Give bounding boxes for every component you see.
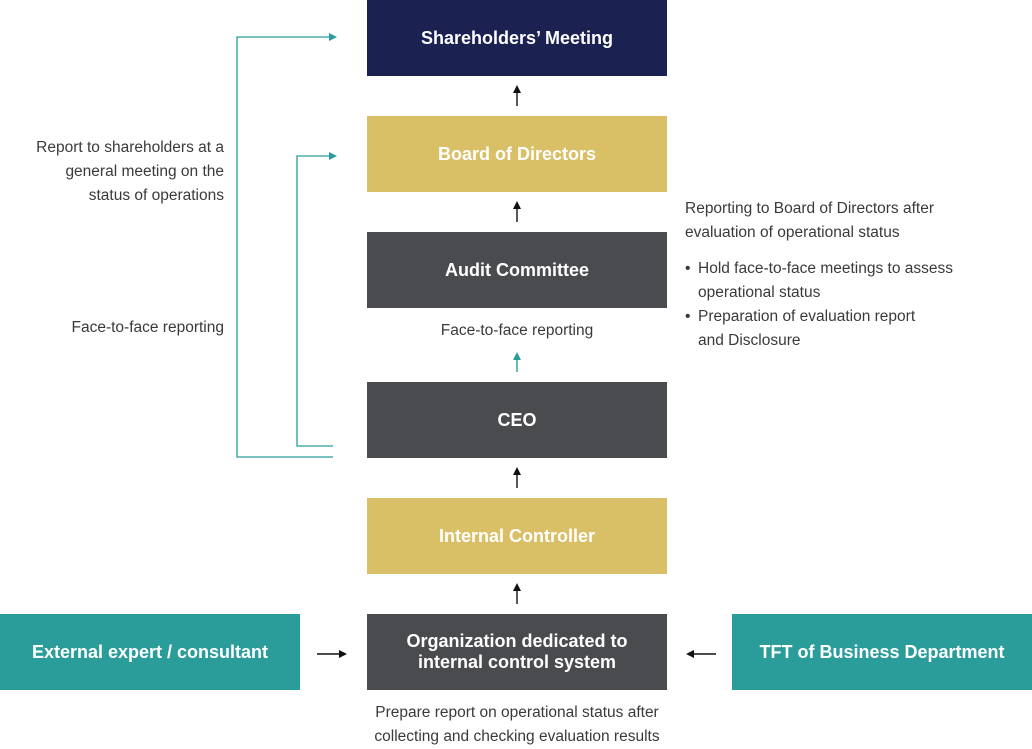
bullet-item: Preparation of evaluation report and Dis… — [685, 305, 985, 353]
external-expert-label: External expert / consultant — [31, 641, 269, 662]
internal-controller-box: Internal Controller — [367, 498, 667, 574]
face-to-face-left-text: Face-to-face reporting — [71, 319, 225, 336]
ceo-box: CEO — [367, 382, 667, 458]
board-of-directors-label: Board of Directors — [437, 143, 597, 164]
board-of-directors-box: Board of Directors — [367, 116, 667, 192]
reporting-board-text: Reporting to Board of Directors after ev… — [685, 200, 934, 241]
tft-box: TFT of Business Department — [732, 614, 1032, 690]
face-to-face-center-text: Face-to-face reporting — [440, 322, 594, 339]
audit-committee-label: Audit Committee — [445, 259, 589, 280]
shareholders-report-line — [236, 33, 337, 458]
audit-committee-box: Audit Committee — [367, 232, 667, 308]
board-report-line — [296, 152, 337, 447]
prepare-report-text: Prepare report on operational status aft… — [374, 704, 660, 745]
internal-controller-label: Internal Controller — [438, 525, 595, 546]
bullet-item: Hold face-to-face meetings to assess ope… — [685, 257, 985, 305]
organization-box: Organization dedicated to internal contr… — [367, 614, 667, 690]
report-shareholders-text: Report to shareholders at a general meet… — [36, 139, 224, 204]
tft-label: TFT of Business Department — [759, 641, 1005, 662]
ceo-label: CEO — [497, 409, 537, 430]
shareholders-meeting-label: Shareholders’ Meeting — [420, 27, 614, 48]
shareholders-meeting-box: Shareholders’ Meeting — [367, 0, 667, 76]
external-expert-box: External expert / consultant — [0, 614, 300, 690]
organization-label: Organization dedicated to internal contr… — [406, 631, 628, 672]
bullet-list: Hold face-to-face meetings to assess ope… — [685, 257, 985, 353]
